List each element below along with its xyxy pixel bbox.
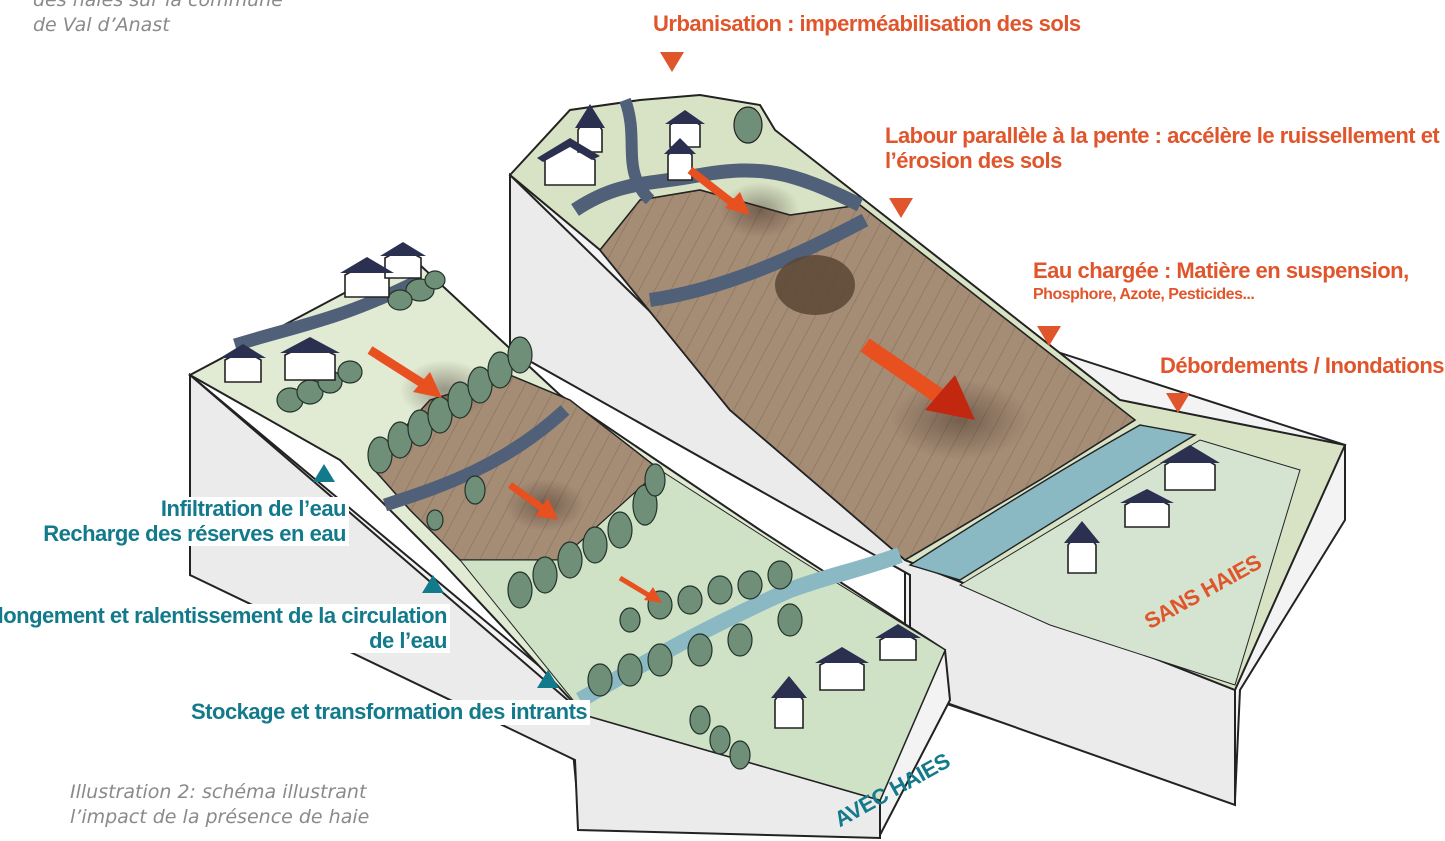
marker-urbanisation bbox=[660, 52, 684, 72]
marker-labour bbox=[889, 198, 913, 218]
annotation-infiltration: Infiltration de l’eau Recharge des réser… bbox=[40, 496, 349, 547]
annotation-labour-line-1: Labour parallèle à la pente : accélère l… bbox=[885, 123, 1440, 148]
annotation-eau-chargee-line-1: Eau chargée : Matière en suspension, bbox=[1033, 258, 1409, 283]
annotation-debordements-text: Débordements / Inondations bbox=[1160, 353, 1445, 378]
annotation-allongement-line-2: de l’eau bbox=[369, 627, 447, 653]
marker-debordements bbox=[1166, 393, 1190, 413]
annotation-eau-chargee: Eau chargée : Matière en suspension, Pho… bbox=[1033, 258, 1409, 304]
annotation-labour-line-2: l’érosion des sols bbox=[885, 147, 1062, 173]
caption-top: des haies sur la commune de Val d’Anast bbox=[33, 0, 283, 37]
annotation-debordements: Débordements / Inondations bbox=[1160, 353, 1445, 379]
annotation-eau-chargee-sub: Phosphore, Azote, Pesticides... bbox=[1033, 285, 1255, 303]
marker-stockage bbox=[537, 670, 559, 688]
annotation-infiltration-line-1: Infiltration de l’eau bbox=[160, 496, 347, 521]
marker-infiltration bbox=[313, 464, 335, 482]
annotation-infiltration-line-2: Recharge des réserves en eau bbox=[43, 520, 346, 546]
caption-top-line-2: de Val d’Anast bbox=[33, 13, 170, 36]
caption-top-line-1: des haies sur la commune bbox=[33, 0, 283, 11]
annotation-labour: Labour parallèle à la pente : accélère l… bbox=[885, 123, 1440, 173]
annotation-stockage-text: Stockage et transformation des intrants bbox=[191, 699, 588, 724]
annotation-urbanisation: Urbanisation : imperméabilisation des so… bbox=[653, 11, 1081, 37]
annotation-stockage: Stockage et transformation des intrants bbox=[188, 699, 591, 725]
caption-bottom-line-1: Illustration 2: schéma illustrant bbox=[70, 781, 367, 803]
caption-bottom: Illustration 2: schéma illustrant l’impa… bbox=[70, 780, 369, 829]
annotation-urbanisation-text: Urbanisation : imperméabilisation des so… bbox=[653, 11, 1081, 36]
marker-allongement bbox=[422, 575, 444, 593]
annotation-allongement-line-1: Allongement et ralentissement de la circ… bbox=[0, 603, 448, 628]
caption-bottom-line-2: l’impact de la présence de haie bbox=[70, 805, 370, 828]
sans-haies-block bbox=[508, 93, 1347, 807]
annotation-allongement: Allongement et ralentissement de la circ… bbox=[0, 603, 450, 654]
marker-eau-chargee bbox=[1037, 326, 1061, 346]
